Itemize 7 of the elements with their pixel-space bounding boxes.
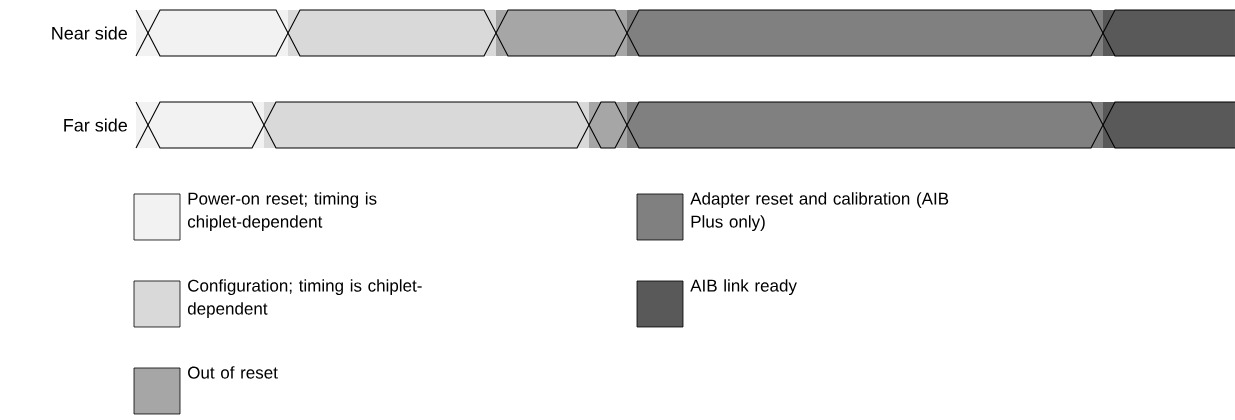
legend-text: Adapter reset and calibration (AIB Plus only) [690,192,949,232]
legend-text: AIB link ready [690,279,797,296]
legend-text: Power-on reset; timing is chiplet-dependent [187,192,377,232]
row-label: Far side [64,118,127,132]
legend-text: Configuration; timing is chiplet-dependent [187,279,422,319]
row-label: Near side [52,26,127,40]
legend-text: Out of reset [188,366,278,379]
